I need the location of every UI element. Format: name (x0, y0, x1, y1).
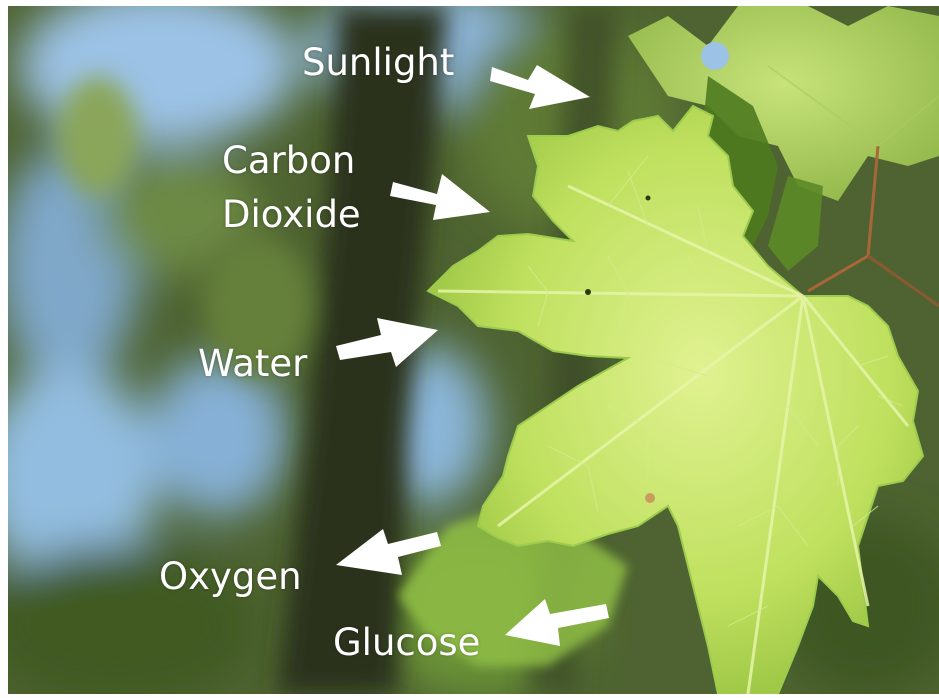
oxygen-label: Oxygen (159, 554, 302, 600)
carbon-dioxide-label-line1: Carbon (222, 138, 355, 184)
leaf-photograph (8, 6, 939, 694)
carbon-dioxide-label-line2: Dioxide (222, 192, 361, 238)
glucose-label: Glucose (333, 620, 480, 666)
water-label: Water (198, 341, 307, 387)
sunlight-label: Sunlight (302, 40, 454, 86)
